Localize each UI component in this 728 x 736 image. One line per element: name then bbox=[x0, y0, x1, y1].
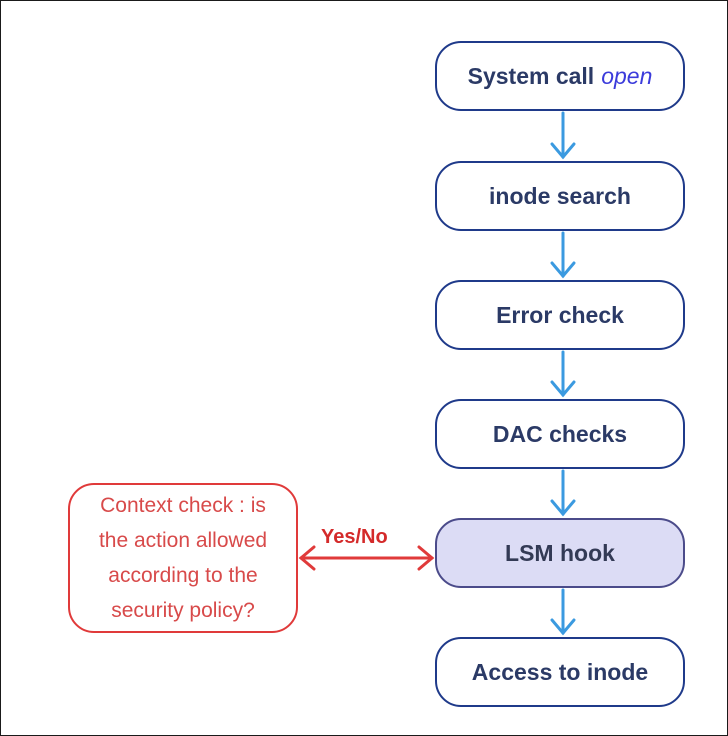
context-arrow-left-head bbox=[298, 545, 316, 571]
node-system-call-emphasis: open bbox=[601, 62, 653, 89]
yes-no-label: Yes/No bbox=[321, 526, 388, 548]
node-system-call-label: System call bbox=[467, 62, 595, 89]
node-dac-checks-label: DAC checks bbox=[492, 420, 628, 447]
node-access-inode: Access to inode bbox=[435, 637, 685, 707]
context-arrow-right-head bbox=[417, 545, 435, 571]
flow-arrow-3-head bbox=[550, 380, 576, 398]
flow-arrow-5-head bbox=[550, 618, 576, 636]
node-dac-checks: DAC checks bbox=[435, 399, 685, 469]
context-line-3: according to the bbox=[108, 564, 258, 587]
node-error-check: Error check bbox=[435, 280, 685, 350]
context-check-box: Context check : is the action allowed ac… bbox=[68, 483, 298, 633]
context-line-4: security policy? bbox=[111, 599, 255, 622]
node-lsm-hook-label: LSM hook bbox=[505, 539, 615, 566]
flow-arrow-4-head bbox=[550, 499, 576, 517]
node-inode-search: inode search bbox=[435, 161, 685, 231]
context-line-2: the action allowed bbox=[98, 529, 268, 552]
node-inode-search-label: inode search bbox=[489, 182, 631, 209]
node-lsm-hook: LSM hook bbox=[435, 518, 685, 588]
node-error-check-label: Error check bbox=[496, 301, 624, 328]
flow-arrow-1-head bbox=[550, 142, 576, 160]
flow-arrow-2-head bbox=[550, 261, 576, 279]
context-line-1: Context check : is bbox=[100, 494, 266, 517]
node-access-inode-label: Access to inode bbox=[471, 658, 649, 685]
context-check-text: Context check : is the action allowed ac… bbox=[99, 488, 267, 628]
